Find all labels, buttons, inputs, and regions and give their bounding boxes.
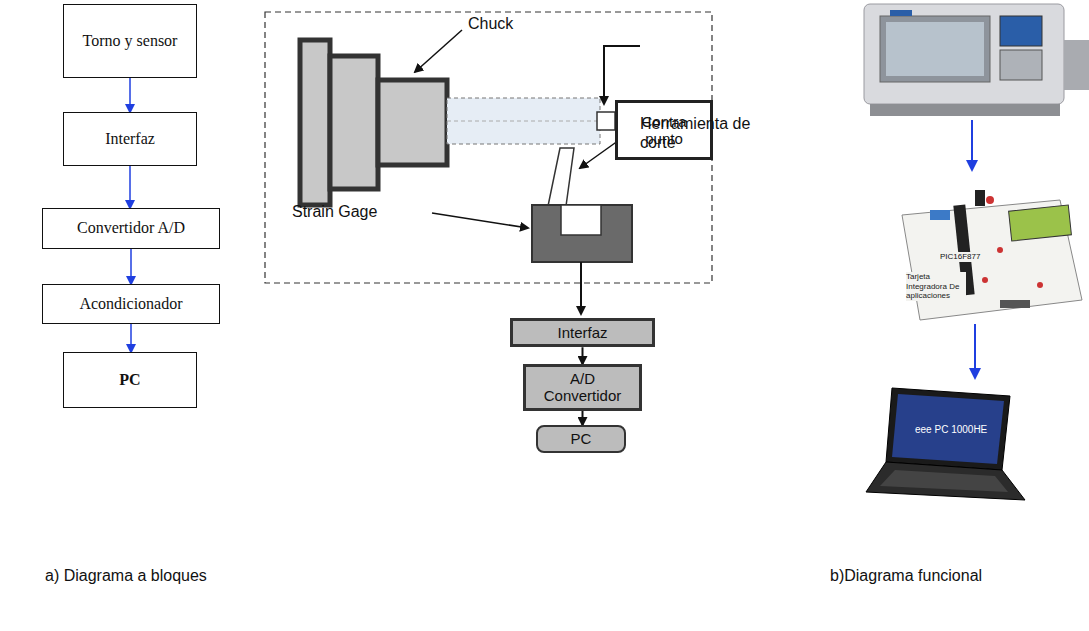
- interface-box: Interfaz: [510, 318, 655, 347]
- lathe-picture: [864, 4, 1089, 116]
- part-label: Herramienta de corte: [640, 114, 765, 152]
- leader-line: [415, 30, 462, 72]
- process-box: PC: [63, 352, 197, 408]
- process-box: Convertidor A/D: [42, 208, 220, 249]
- leader-line: [604, 46, 640, 104]
- screen-label: eee PC 1000HE: [915, 424, 987, 436]
- flow-arrow: [129, 166, 131, 208]
- signal-arrow: [580, 262, 582, 314]
- converter-box: A/D Convertidor: [523, 364, 642, 411]
- flow-arrow: [129, 78, 131, 112]
- leader-line: [432, 213, 528, 228]
- flow-arrow: [582, 347, 584, 364]
- flow-arrow: [130, 249, 132, 284]
- part-label: Chuck: [468, 14, 513, 33]
- node-text: PC: [571, 430, 592, 447]
- flow-arrow: [974, 324, 976, 378]
- chuck: [300, 40, 447, 205]
- caption-label: a) Diagrama a bloques: [45, 566, 207, 585]
- cutting-tool: [548, 148, 574, 206]
- node-text: Interfaz: [557, 324, 607, 341]
- laptop-picture: [866, 388, 1025, 500]
- flow-arrow: [971, 120, 973, 170]
- caption-label: b)Diagrama funcional: [830, 566, 982, 585]
- flow-arrow: [582, 411, 584, 426]
- node-text: A/D Convertidor: [533, 370, 633, 405]
- node-text: PC: [119, 371, 140, 389]
- process-box: Acondicionador: [42, 284, 220, 324]
- node-text: Convertidor A/D: [77, 219, 185, 237]
- pc-box: PC: [536, 425, 626, 453]
- chip-label: PIC16F877: [940, 252, 980, 262]
- process-box: Torno y sensor: [63, 4, 197, 78]
- board-picture: [902, 190, 1082, 320]
- flow-arrow: [130, 324, 132, 352]
- part-label: Strain Gage: [292, 202, 377, 221]
- process-box: Interfaz: [63, 112, 197, 166]
- board-label: Tarjeta Integradora De aplicaciones: [906, 272, 966, 301]
- strain-gage-holder: [532, 205, 632, 262]
- node-text: Acondicionador: [79, 295, 182, 313]
- workpiece: [447, 98, 615, 144]
- node-text: Interfaz: [105, 130, 155, 148]
- node-text: Torno y sensor: [83, 32, 178, 50]
